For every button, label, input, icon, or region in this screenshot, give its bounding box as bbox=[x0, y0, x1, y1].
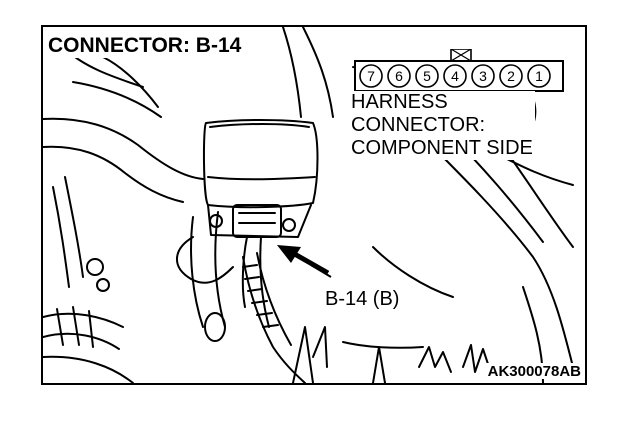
left-tube bbox=[64, 176, 84, 278]
intake-duct bbox=[43, 117, 204, 180]
pin-2-circle bbox=[499, 64, 523, 88]
harness-connector-label: HARNESS CONNECTOR: COMPONENT SIDE bbox=[351, 91, 535, 160]
figure-code: AK300078AB bbox=[483, 363, 581, 379]
harness-label-line-2: CONNECTOR: bbox=[351, 114, 535, 137]
hose-clamp bbox=[43, 312, 124, 328]
pin-5-circle bbox=[415, 64, 439, 88]
pointer-arrow bbox=[277, 245, 332, 278]
connector-b14 bbox=[232, 204, 282, 238]
pin-7-circle bbox=[359, 64, 383, 88]
wire-harness bbox=[242, 256, 306, 383]
pin-1-label: 1 bbox=[535, 68, 543, 84]
engine-illustration bbox=[43, 27, 574, 383]
pin-4-label: 4 bbox=[451, 68, 459, 84]
pin-6-circle bbox=[387, 64, 411, 88]
connector-callout: B-14 (B) bbox=[325, 288, 400, 310]
harness-label-line-3: COMPONENT SIDE bbox=[351, 137, 535, 160]
pin-2-label: 2 bbox=[507, 68, 515, 84]
pin-6-label: 6 bbox=[395, 68, 403, 84]
pin-5-label: 5 bbox=[423, 68, 431, 84]
connector-title: CONNECTOR: B-14 bbox=[48, 35, 245, 58]
diagram-frame: CONNECTOR: B-14 7 6 5 4 3 2 1 HARNESS CONNECTO… bbox=[41, 25, 587, 385]
pin-7-label: 7 bbox=[367, 68, 375, 84]
component-unit bbox=[202, 119, 319, 209]
harness-label-line-1: HARNESS bbox=[351, 91, 535, 114]
pin-3-circle bbox=[471, 64, 495, 88]
pin-1-circle bbox=[527, 64, 551, 88]
pin-row: 7 6 5 4 3 2 1 bbox=[359, 64, 551, 88]
pin-4-circle bbox=[443, 64, 467, 88]
pin-layout: 7 6 5 4 3 2 1 bbox=[354, 49, 564, 92]
pin-3-label: 3 bbox=[479, 68, 487, 84]
